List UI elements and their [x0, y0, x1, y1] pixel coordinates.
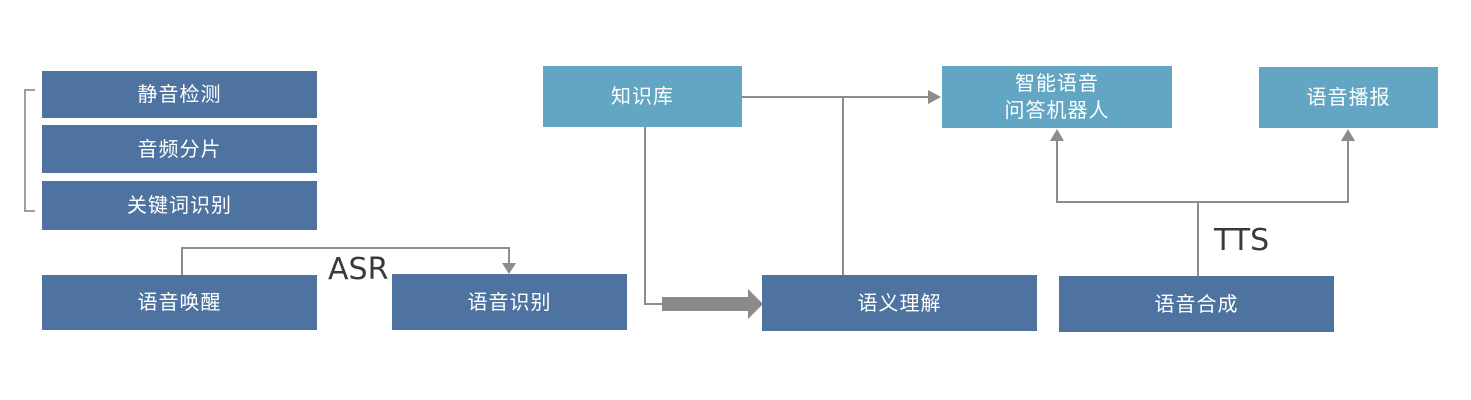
node-voice-broadcast: 语音播报 — [1259, 67, 1438, 128]
edge-label-tts: TTS — [1214, 223, 1270, 258]
edge-tts-horizontal — [1056, 201, 1349, 203]
edge-asr-horizontal — [181, 247, 510, 249]
thick-arrowhead-into-semantic — [748, 289, 763, 319]
edge-kb-down-stub — [644, 303, 664, 305]
group-bracket-tick-bottom — [24, 210, 35, 212]
edge-kb-down — [644, 127, 646, 305]
node-knowledge-base: 知识库 — [543, 66, 742, 127]
edge-kb-to-robot — [742, 96, 929, 98]
arrowhead-into-qa-robot — [928, 90, 941, 104]
node-voice-wakeup: 语音唤醒 — [42, 275, 317, 330]
edge-label-asr: ASR — [328, 252, 389, 287]
node-semantic-understanding: 语义理解 — [762, 275, 1037, 331]
node-silence-detection: 静音检测 — [42, 71, 317, 118]
arrowhead-into-voice-broadcast-bottom — [1341, 129, 1355, 141]
arrowhead-into-speech-recognition — [502, 263, 516, 274]
node-keyword-recognition: 关键词识别 — [42, 181, 317, 230]
arrowhead-into-qa-robot-bottom — [1050, 129, 1064, 141]
group-bracket-tick-top — [24, 89, 35, 91]
edge-asr-down — [508, 247, 510, 264]
edge-semantic-up-join — [842, 97, 844, 275]
edge-tts-right-up — [1347, 140, 1349, 202]
edge-tts-up-main — [1197, 202, 1199, 276]
node-audio-segmentation: 音频分片 — [42, 125, 317, 173]
node-speech-synthesis: 语音合成 — [1059, 276, 1334, 332]
node-speech-recognition: 语音识别 — [392, 274, 627, 330]
group-bracket-vertical — [24, 89, 26, 212]
edge-tts-left-up — [1056, 140, 1058, 202]
node-qa-robot: 智能语音 问答机器人 — [942, 66, 1172, 128]
thick-arrow-body-into-semantic — [662, 297, 748, 311]
edge-wakeup-up — [181, 248, 183, 275]
